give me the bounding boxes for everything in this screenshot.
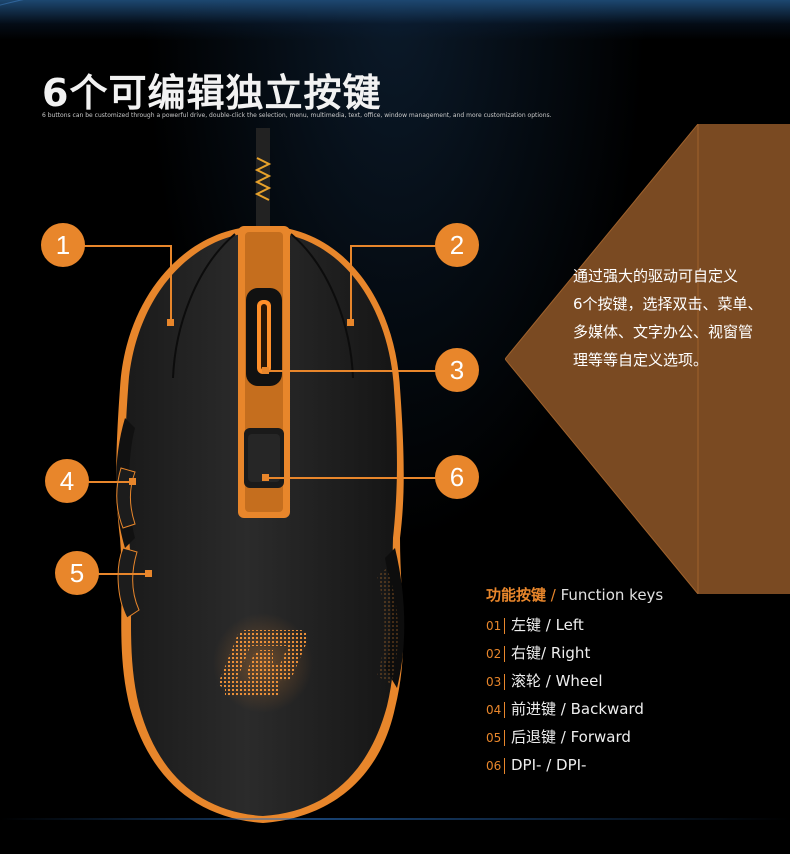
item-label: 左键 / Left xyxy=(511,616,584,634)
top-glow xyxy=(0,0,790,40)
callout-dot-6 xyxy=(262,474,269,481)
diamond-edge xyxy=(505,124,699,594)
description-line: 通过强大的驱动可自定义 xyxy=(573,267,739,285)
callout-badge-6: 6 xyxy=(435,455,479,499)
bottom-divider xyxy=(0,818,790,820)
cable-braid xyxy=(254,157,272,201)
list-item: 02 右键/ Right xyxy=(486,639,663,667)
callout-line-5 xyxy=(98,573,148,575)
list-item: 04 前进键 / Backward xyxy=(486,695,663,723)
mesh-grip xyxy=(377,568,399,684)
feature-description: 通过强大的驱动可自定义 6个按键，选择双击、菜单、 多媒体、文字办公、视窗管 理… xyxy=(573,262,790,374)
item-divider xyxy=(504,673,505,690)
page-title: 6个可编辑独立按键 xyxy=(42,71,382,115)
dpi-button-face xyxy=(248,434,280,482)
callout-dot-3 xyxy=(262,367,269,374)
callout-badge-1: 1 xyxy=(41,223,85,267)
function-keys-list: 功能按键 / Function keys 01 左键 / Left 02 右键/ R… xyxy=(486,584,663,779)
item-label: 滚轮 / Wheel xyxy=(511,672,603,690)
callout-dot-2 xyxy=(347,319,354,326)
mouse-logo-icon xyxy=(217,630,308,696)
item-label: 前进键 / Backward xyxy=(511,700,644,718)
description-line: 理等等自定义选项。 xyxy=(573,351,709,369)
callout-line-4 xyxy=(88,481,132,483)
callout-dot-5 xyxy=(145,570,152,577)
callout-vline-2 xyxy=(350,245,352,323)
description-diamond-panel xyxy=(505,124,790,594)
description-line: 6个按键，选择双击、菜单、 xyxy=(573,295,763,313)
item-number: 05 xyxy=(486,731,502,745)
callout-badge-4: 4 xyxy=(45,459,89,503)
list-item: 01 左键 / Left xyxy=(486,611,663,639)
item-number: 06 xyxy=(486,759,502,773)
scroll-wheel-groove xyxy=(261,304,267,370)
callout-badge-3: 3 xyxy=(435,348,479,392)
mouse-body xyxy=(125,232,397,816)
list-item: 03 滚轮 / Wheel xyxy=(486,667,663,695)
callout-line-1 xyxy=(84,245,172,247)
callout-badge-2: 2 xyxy=(435,223,479,267)
side-button-back xyxy=(117,547,140,619)
description-line: 多媒体、文字办公、视窗管 xyxy=(573,323,754,341)
item-number: 02 xyxy=(486,647,502,661)
function-keys-heading: 功能按键 / Function keys xyxy=(486,584,663,605)
list-item: 06 DPI- / DPI- xyxy=(486,751,663,779)
callout-line-2 xyxy=(350,245,436,247)
function-keys-heading-separator: / xyxy=(546,586,561,604)
list-item: 05 后退键 / Forward xyxy=(486,723,663,751)
page-subtitle: 6 buttons can be customized through a po… xyxy=(42,112,552,119)
callout-line-3 xyxy=(265,370,436,372)
item-label: 后退键 / Forward xyxy=(511,728,631,746)
item-label: DPI- / DPI- xyxy=(511,756,587,774)
callout-vline-1 xyxy=(170,245,172,323)
left-button-seam xyxy=(172,233,236,379)
item-divider xyxy=(504,757,505,774)
callout-line-6 xyxy=(265,477,436,479)
item-divider xyxy=(504,701,505,718)
item-number: 04 xyxy=(486,703,502,717)
right-button-seam xyxy=(290,233,354,379)
diamond-shape xyxy=(505,124,790,594)
function-keys-heading-en: Function keys xyxy=(560,586,664,604)
callout-dot-1 xyxy=(167,319,174,326)
function-keys-heading-zh: 功能按键 xyxy=(486,586,547,604)
item-divider xyxy=(504,617,505,634)
item-number: 01 xyxy=(486,619,502,633)
item-divider xyxy=(504,645,505,662)
callout-dot-4 xyxy=(129,478,136,485)
item-number: 03 xyxy=(486,675,502,689)
item-divider xyxy=(504,729,505,746)
callout-badge-5: 5 xyxy=(55,551,99,595)
item-label: 右键/ Right xyxy=(511,644,591,662)
